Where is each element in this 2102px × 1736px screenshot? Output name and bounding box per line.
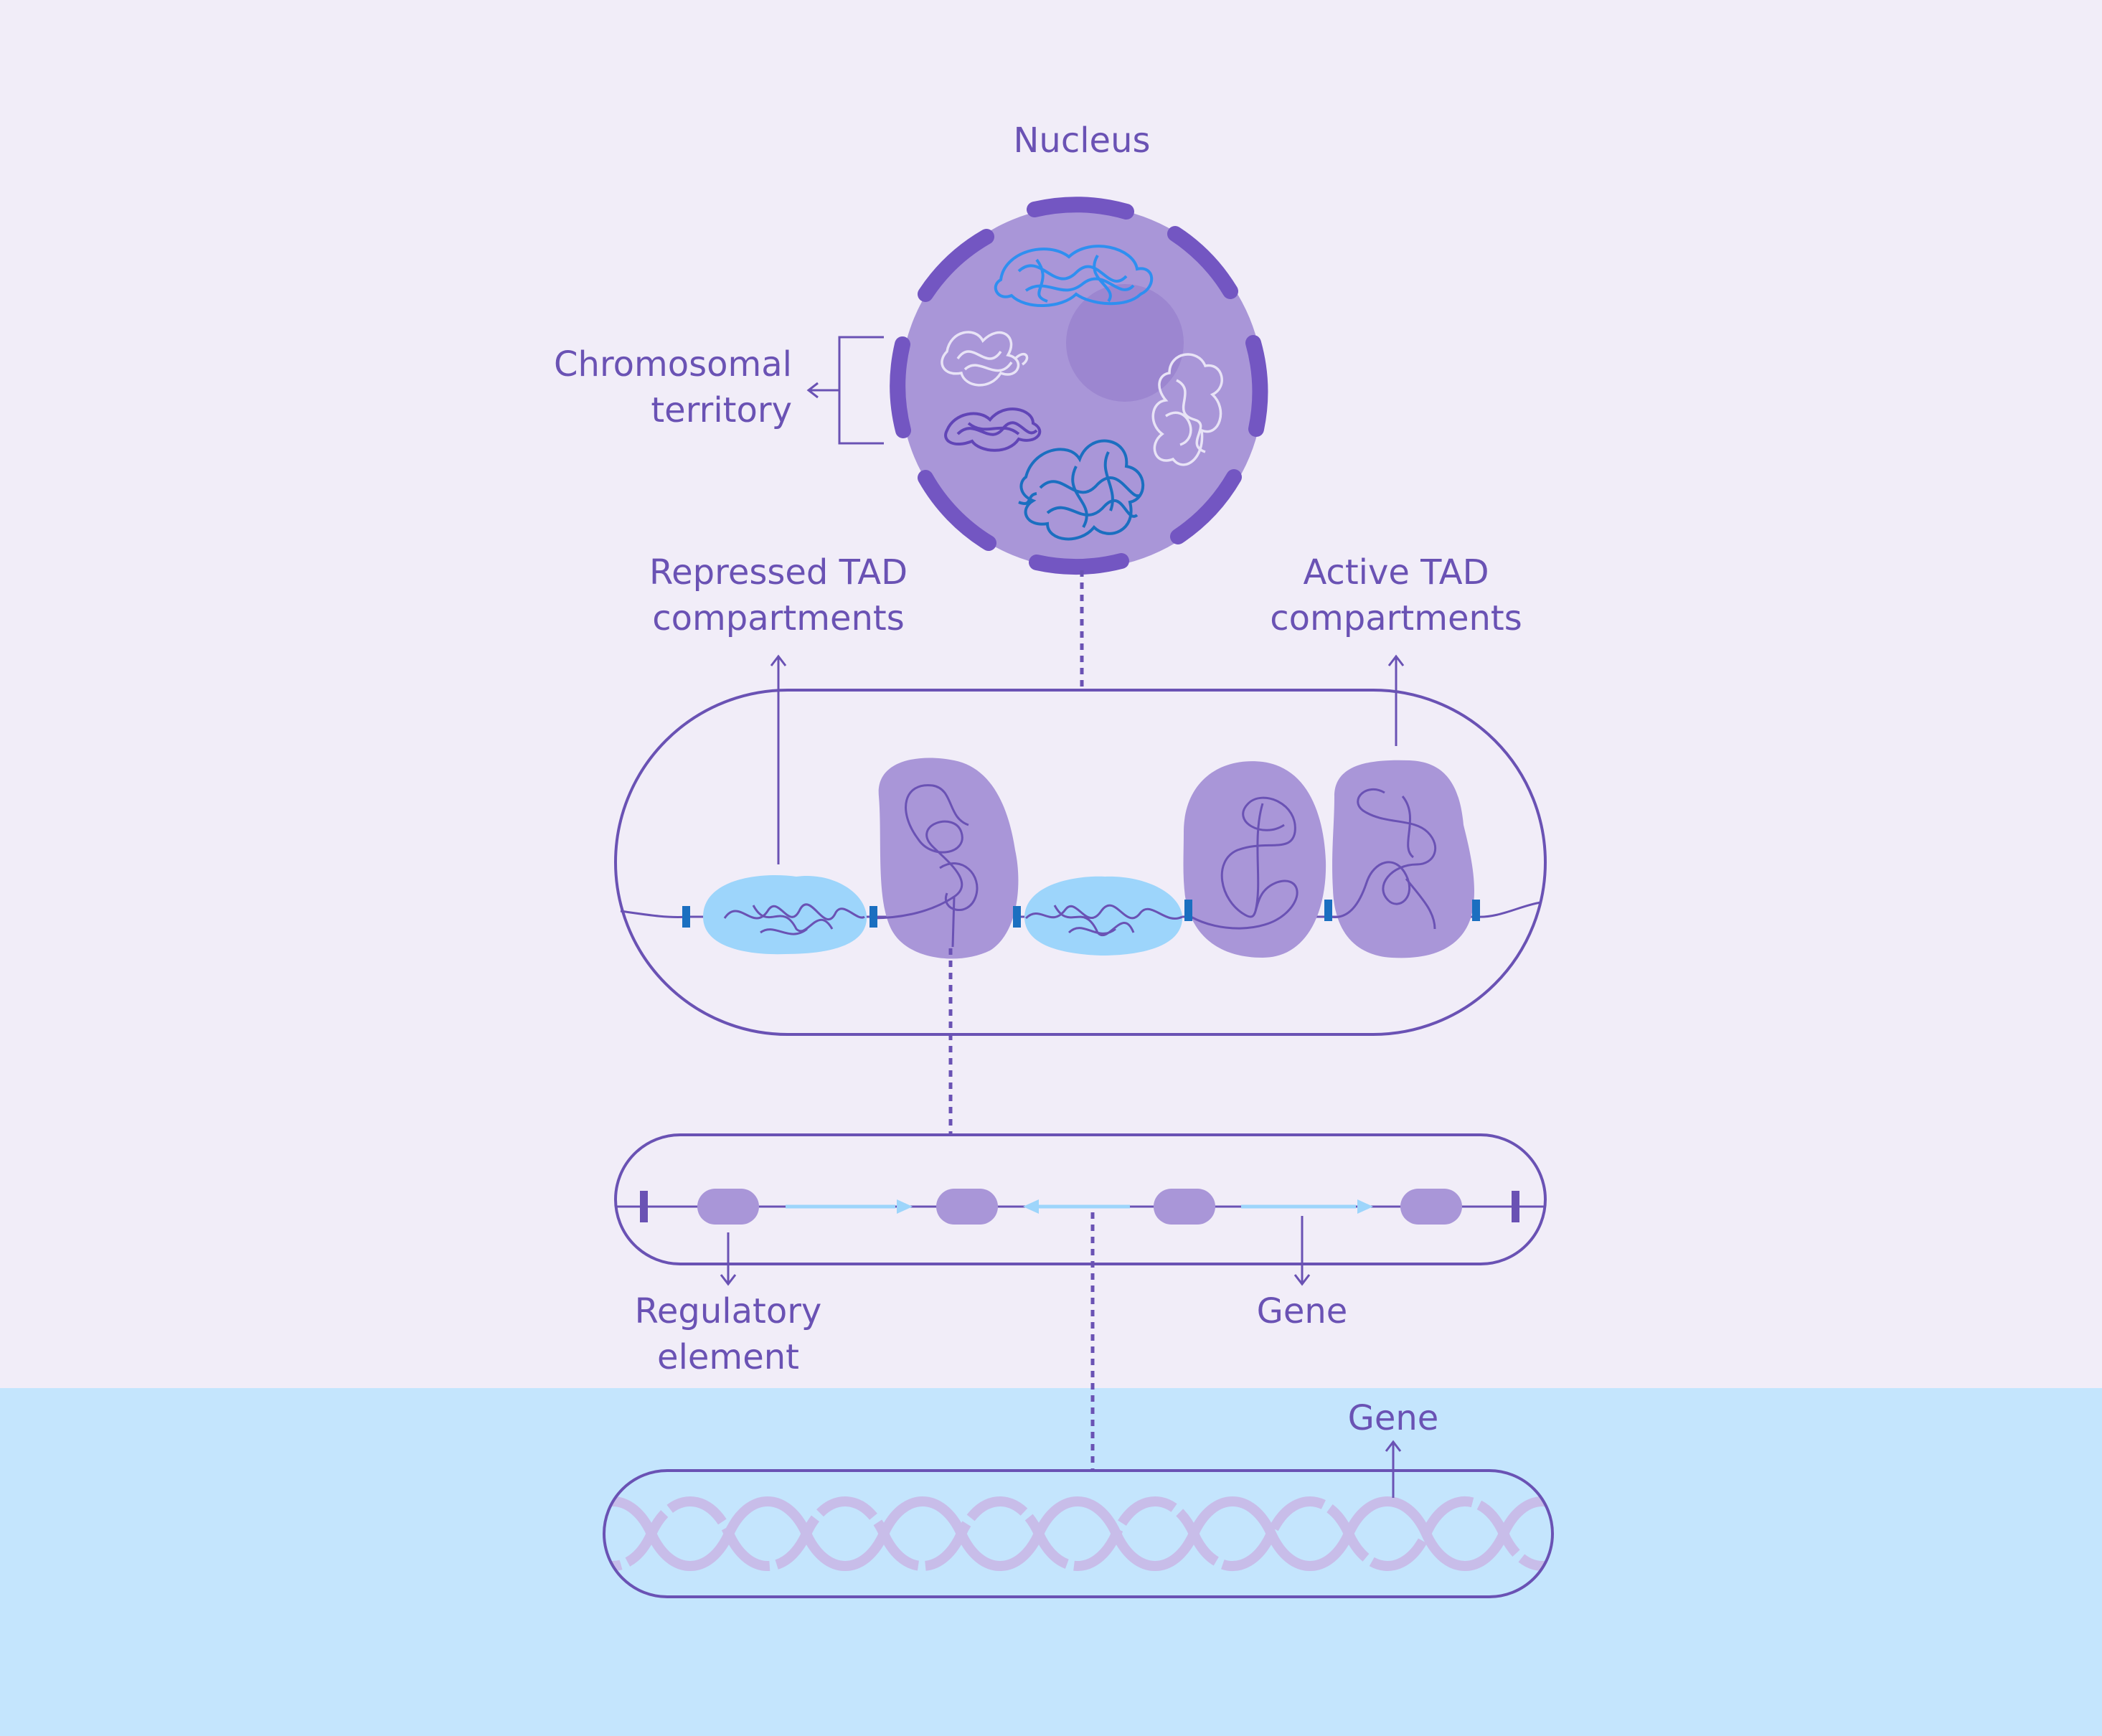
chromosome-territory-white-right bbox=[1151, 353, 1223, 466]
nuclear-membrane-segments bbox=[890, 197, 1268, 575]
gene-callout-upper bbox=[1293, 1216, 1311, 1286]
gene-arrow-1-head bbox=[897, 1199, 913, 1214]
gene-label-upper: Gene bbox=[1257, 1291, 1348, 1331]
dna-double-helix bbox=[604, 1496, 1552, 1571]
regulatory-element-label-line1: Regulatory bbox=[635, 1291, 822, 1331]
boundary-marker bbox=[1472, 900, 1480, 921]
gene-lower-arrow bbox=[1385, 1440, 1402, 1498]
gene-label-lower: Gene bbox=[1348, 1398, 1439, 1438]
active-tad-1-fiber bbox=[871, 784, 979, 948]
gene-panel-end-markers bbox=[640, 1191, 1519, 1222]
gene-upper-arrow bbox=[1293, 1216, 1311, 1286]
boundary-marker bbox=[1013, 906, 1021, 928]
active-tad-label-line2: compartments bbox=[1270, 598, 1522, 638]
active-tad-arrow bbox=[1387, 654, 1405, 746]
regulatory-element-pill bbox=[697, 1189, 759, 1225]
gene-panel-outline bbox=[614, 1133, 1547, 1265]
bottom-background-band bbox=[0, 1388, 2102, 1736]
nucleus-body bbox=[900, 206, 1263, 569]
territory-arrow bbox=[806, 382, 839, 399]
active-tad-callout bbox=[1387, 654, 1405, 746]
regulatory-element-pill bbox=[1400, 1189, 1462, 1225]
active-tad-3-fiber bbox=[1330, 788, 1437, 930]
regulatory-element-pill bbox=[1154, 1189, 1215, 1225]
repressed-tad-callout bbox=[770, 654, 787, 864]
end-marker-left bbox=[640, 1191, 648, 1222]
regulatory-element-callout bbox=[720, 1232, 737, 1286]
end-marker-right bbox=[1512, 1191, 1519, 1222]
repressed-tad-label-line2: compartments bbox=[652, 598, 905, 638]
boundary-marker bbox=[1184, 900, 1192, 921]
chromosome-territory-blue-top bbox=[994, 245, 1154, 308]
repressed-tad-arrow bbox=[770, 654, 787, 864]
gene-panel bbox=[614, 1133, 1547, 1265]
gene-arrow-3-head bbox=[1357, 1199, 1373, 1214]
dna-strand-a bbox=[604, 1496, 1552, 1571]
boundary-marker bbox=[1324, 900, 1332, 921]
regulatory-elements bbox=[697, 1189, 1462, 1225]
tad-panel-outline bbox=[614, 689, 1547, 1036]
territory-bracket bbox=[838, 336, 884, 445]
repressed-tad-label-line1: Repressed TAD bbox=[649, 552, 908, 593]
active-tad-2-fiber bbox=[1190, 796, 1299, 930]
chromosome-territory-white-left bbox=[941, 331, 1029, 387]
regulatory-element-label-line2: element bbox=[657, 1337, 799, 1377]
repressed-tad-1 bbox=[703, 875, 867, 955]
gene-callout-lower bbox=[1385, 1440, 1402, 1498]
nucleus-label: Nucleus bbox=[1013, 121, 1150, 161]
dna-strand-b bbox=[604, 1496, 1552, 1571]
dna-panel-outline bbox=[603, 1469, 1554, 1598]
repressed-tad-1-fiber bbox=[723, 903, 865, 935]
boundary-marker bbox=[869, 906, 877, 928]
chromosome-territory-purple-left bbox=[944, 407, 1042, 452]
chromosomal-territory-label-line1: Chromosomal bbox=[554, 344, 792, 385]
active-tad-label-line1: Active TAD bbox=[1303, 552, 1489, 593]
chromosomal-territory-callout bbox=[806, 336, 884, 445]
chromosome-territory-blue-bottom bbox=[1018, 439, 1145, 541]
nucleus bbox=[890, 197, 1268, 575]
repressed-tad-2-fiber bbox=[1024, 904, 1183, 937]
active-tad-3 bbox=[1332, 760, 1475, 958]
tad-panel bbox=[614, 689, 1547, 1036]
gene-arrows bbox=[786, 1199, 1373, 1214]
boundary-marker bbox=[682, 906, 690, 928]
nucleolus bbox=[1066, 284, 1184, 402]
chromosomal-territory-label-line2: territory bbox=[651, 390, 792, 430]
regulatory-element-pill bbox=[936, 1189, 998, 1225]
tad-boundary-markers bbox=[682, 900, 1480, 928]
gene-arrow-2-head bbox=[1023, 1199, 1039, 1214]
regulatory-element-arrow bbox=[720, 1232, 737, 1286]
active-tad-1 bbox=[878, 758, 1019, 959]
dna-panel bbox=[603, 1469, 1554, 1598]
repressed-tad-2 bbox=[1024, 876, 1183, 956]
